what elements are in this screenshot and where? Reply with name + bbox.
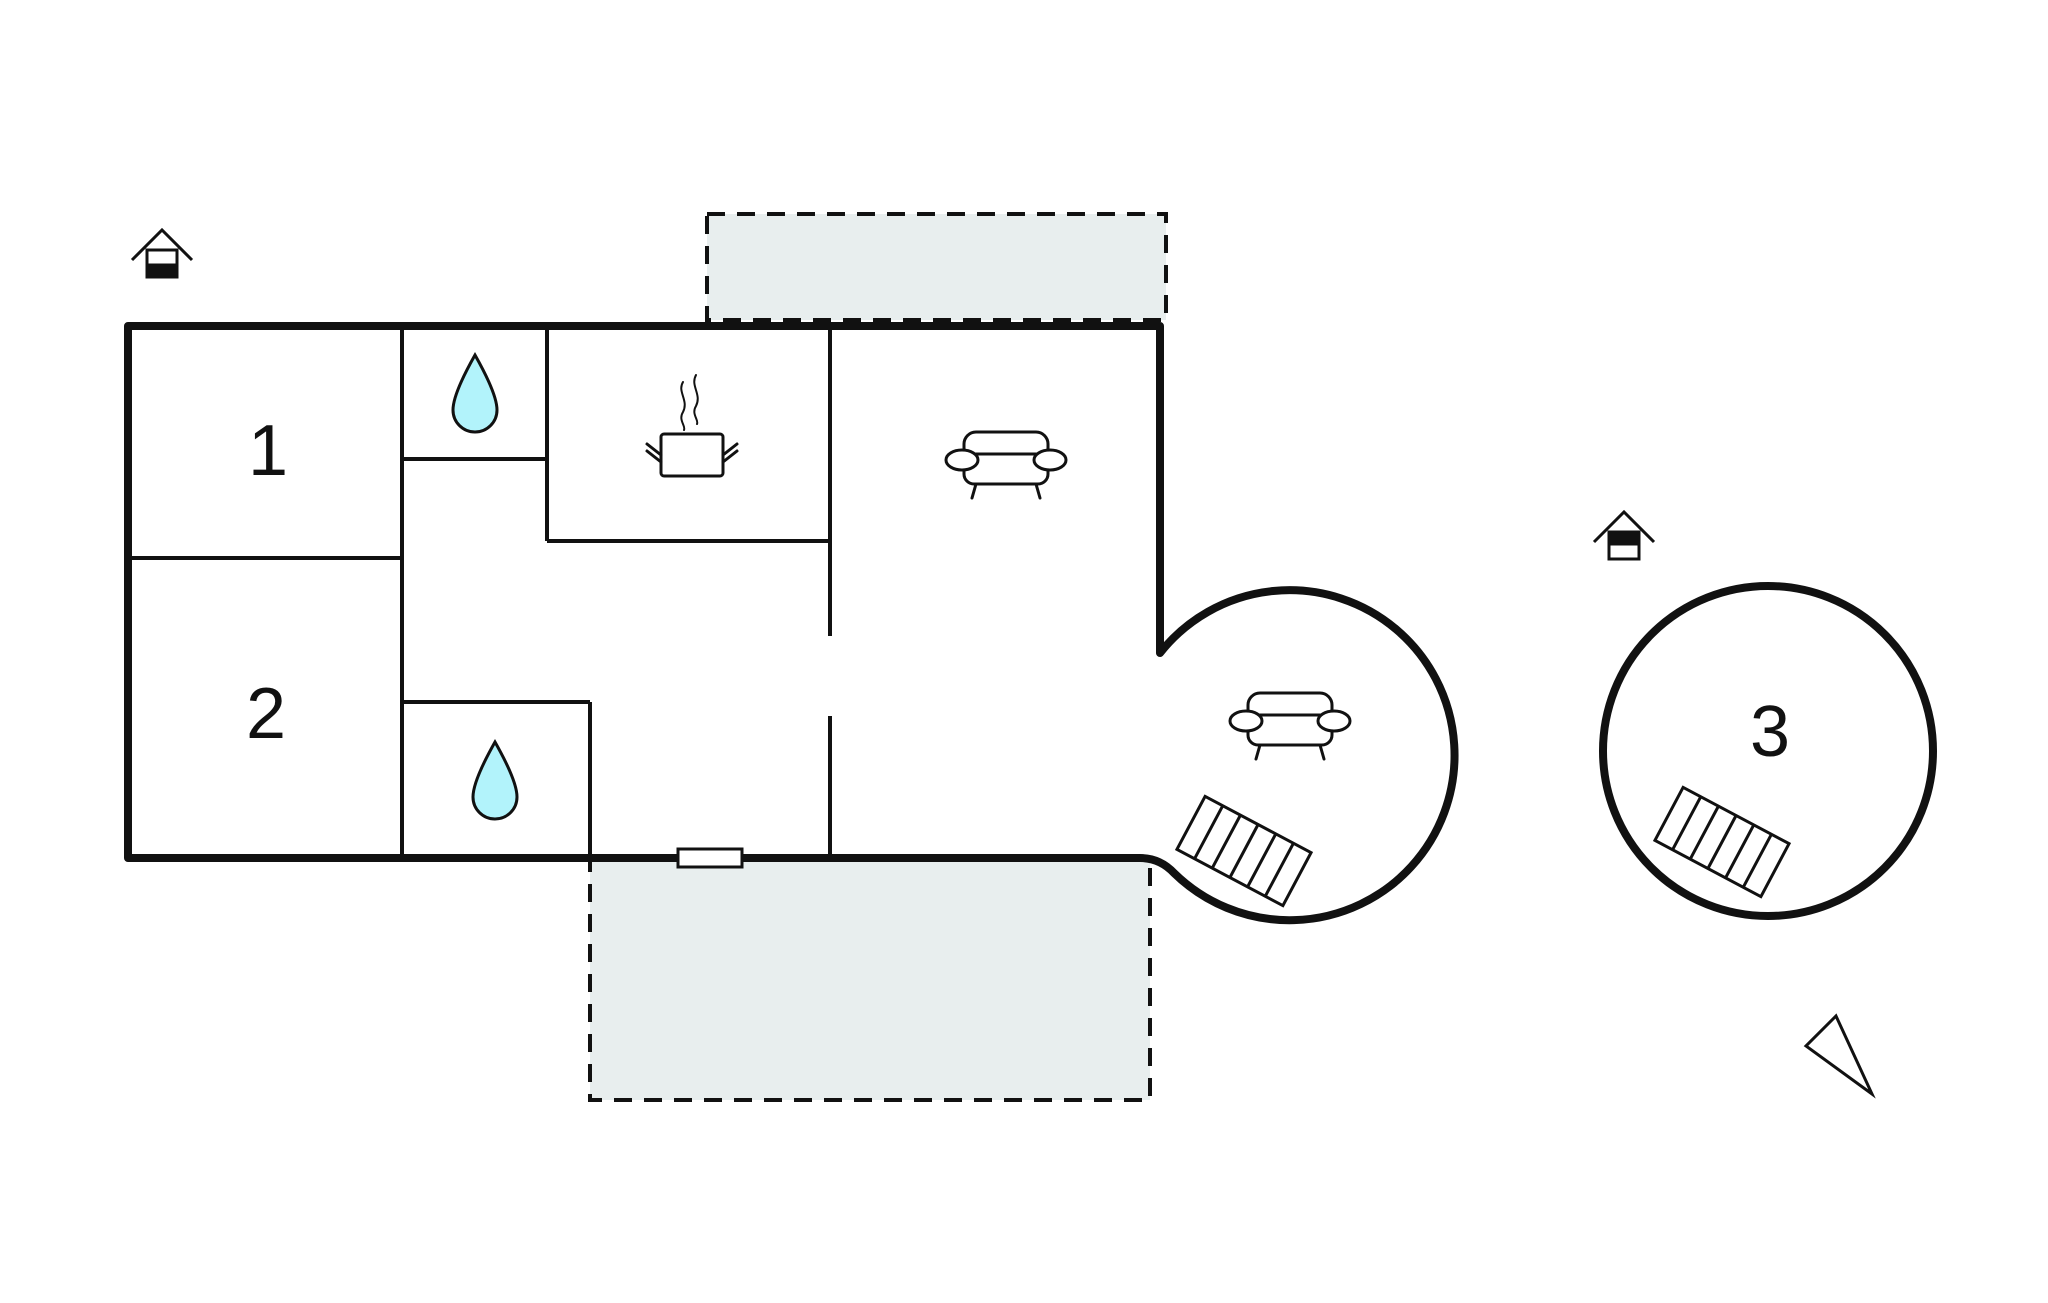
terrace-bottom <box>588 856 1152 1102</box>
north-arrow-icon <box>1803 1013 1876 1099</box>
terrace-top <box>705 212 1168 322</box>
room-number-1: 1 <box>248 411 288 491</box>
stairs-icon <box>1174 794 1314 908</box>
interior-walls <box>131 330 832 856</box>
entrance-door <box>676 847 744 869</box>
outer-walls <box>124 322 1459 925</box>
water-drop-icon <box>471 738 519 821</box>
stairs-icon <box>1652 785 1792 899</box>
sofa-icon <box>1228 691 1352 761</box>
room-number-2: 2 <box>246 674 286 754</box>
house-icon <box>130 227 194 279</box>
cooking-pot-icon <box>645 374 739 478</box>
sofa-icon <box>944 430 1068 500</box>
room-number-3: 3 <box>1750 692 1790 772</box>
annex-room <box>1599 582 1937 920</box>
water-drop-icon <box>451 351 499 434</box>
house-icon <box>1592 509 1656 561</box>
